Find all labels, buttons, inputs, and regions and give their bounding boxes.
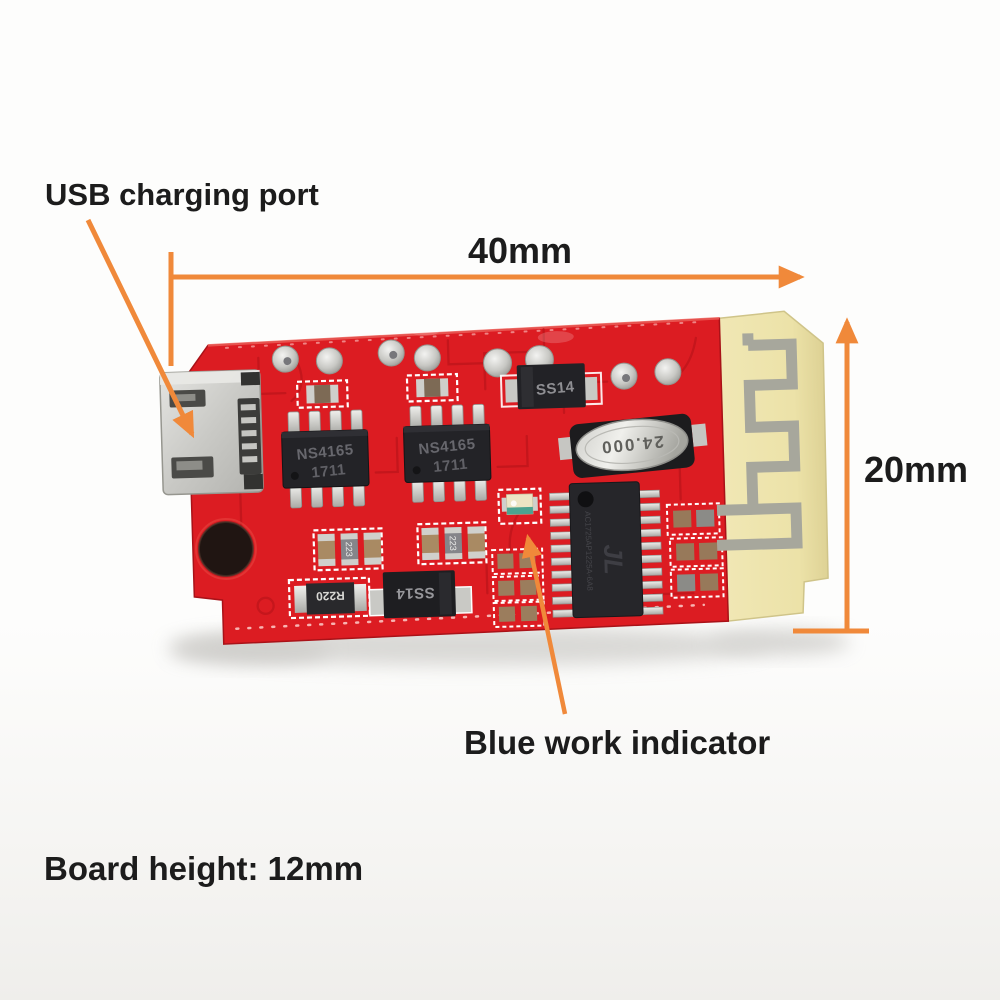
cap-group-2-label: 223 [448, 536, 458, 551]
led-indicator-label: Blue work indicator [464, 724, 770, 761]
diode-ss14-bottom: SS14 [368, 570, 473, 619]
crystal-oscillator: 24.000 [558, 413, 708, 478]
diode-ss14-top: SS14 [499, 363, 603, 410]
board-height-label: Board height: 12mm [44, 850, 363, 887]
bluetooth-chip-serial: AC1725AP1225A-6A8 [583, 511, 594, 591]
pcb-edge-highlight [207, 316, 720, 347]
led-pointer-arrow [521, 533, 568, 715]
micro-usb-port [159, 369, 264, 496]
amp-chip-2-pins [409, 403, 487, 503]
cap-pairs-center [491, 547, 546, 629]
amp-chip-1-datecode: 1711 [311, 461, 347, 481]
usb-pointer-arrow [85, 218, 195, 439]
width-dim-label: 40mm [468, 230, 572, 271]
mounting-hole [194, 517, 257, 580]
smd-resistor-top-2 [405, 372, 459, 403]
cap-group-1-label: 223 [344, 542, 354, 557]
amp-chip-2: NS4165 1711 [402, 403, 492, 503]
diode-bottom-label: SS14 [396, 584, 435, 602]
amp-chip-1-part: NS4165 [296, 441, 355, 464]
usb-port-label: USB charging port [45, 177, 319, 212]
diode-top-label: SS14 [535, 378, 575, 399]
cap-pairs-right [665, 502, 725, 599]
silkscreen-edge-dots [224, 320, 707, 630]
resistor-label: R220 [316, 588, 345, 603]
smd-resistor-top-1 [295, 379, 349, 409]
cap-group-1: 223 [312, 527, 384, 572]
bluetooth-chip-logo: JL [598, 544, 629, 575]
antenna-trace [716, 333, 803, 551]
floor-shading [0, 620, 1000, 1000]
led-die [506, 506, 534, 515]
amp-chip-2-datecode: 1711 [433, 456, 469, 476]
amp-chip-1-pins [287, 409, 366, 509]
bluetooth-chip: JL AC1725AP1225A-6A8 [549, 481, 664, 619]
amp-chip-1: NS4165 1711 [281, 409, 370, 509]
height-dim-label: 20mm [864, 449, 968, 490]
cap-group-2: 223 [416, 521, 488, 566]
work-indicator-led [497, 487, 543, 525]
amp-chip-2-part: NS4165 [418, 436, 477, 459]
pcb-board: SS14 24.000 NS4165 1711 [159, 310, 829, 645]
usb-pins [240, 404, 258, 463]
annotations: USB charging port 40mm 20mm Blue work in… [44, 177, 968, 887]
